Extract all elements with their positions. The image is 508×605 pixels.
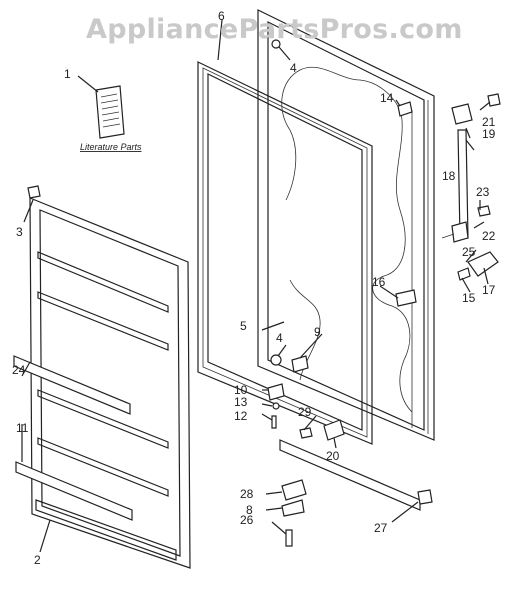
callout-15: 15: [462, 291, 476, 305]
callout-2: 2: [34, 553, 41, 567]
callout-9: 9: [314, 325, 321, 339]
hinge-plate-14: [397, 101, 413, 117]
lower-hinge-parts: [267, 354, 433, 547]
hinge-bracket-22: [441, 205, 491, 243]
callout-26: 26: [240, 513, 254, 527]
screw-4-top: [271, 39, 291, 61]
callout-1: 1: [64, 67, 71, 81]
callout-6: 6: [218, 9, 225, 23]
callout-3: 3: [16, 225, 23, 239]
callout-25: 25: [462, 245, 476, 259]
callout-13: 13: [234, 395, 248, 409]
callout-22: 22: [482, 229, 496, 243]
callout-14: 14: [380, 91, 394, 105]
leader-lines: [21, 99, 491, 553]
door-gasket: [197, 19, 373, 445]
callout-4-top: 4: [290, 61, 297, 75]
literature-booklet: [77, 75, 125, 139]
literature-parts-label: Literature Parts: [80, 142, 142, 152]
handle-latch-17: [457, 251, 499, 281]
callout-23: 23: [476, 185, 490, 199]
callout-10: 10: [234, 383, 248, 397]
callout-numbers: 1 2 3 4 4 5 6 8 9 10 11 12 13 14 15 16 1…: [12, 9, 496, 567]
callout-5: 5: [240, 319, 247, 333]
callout-24: 24: [12, 363, 26, 377]
callout-29: 29: [298, 405, 312, 419]
watermark: AppliancePartsPros.com: [86, 14, 463, 45]
callout-12: 12: [234, 409, 248, 423]
bracket-16: [379, 285, 417, 307]
callout-17: 17: [482, 283, 496, 297]
callout-16: 16: [372, 275, 386, 289]
callout-18: 18: [442, 169, 456, 183]
callout-8: 8: [246, 503, 253, 517]
callout-19: 19: [482, 127, 496, 141]
door-stop: [23, 185, 41, 223]
callout-28: 28: [240, 487, 254, 501]
callout-4-lower: 4: [276, 331, 283, 345]
door-panel: [13, 197, 191, 569]
callout-11: 11: [16, 421, 29, 435]
callout-21: 21: [482, 115, 496, 129]
callout-20: 20: [326, 449, 340, 463]
callout-27: 27: [374, 521, 388, 535]
